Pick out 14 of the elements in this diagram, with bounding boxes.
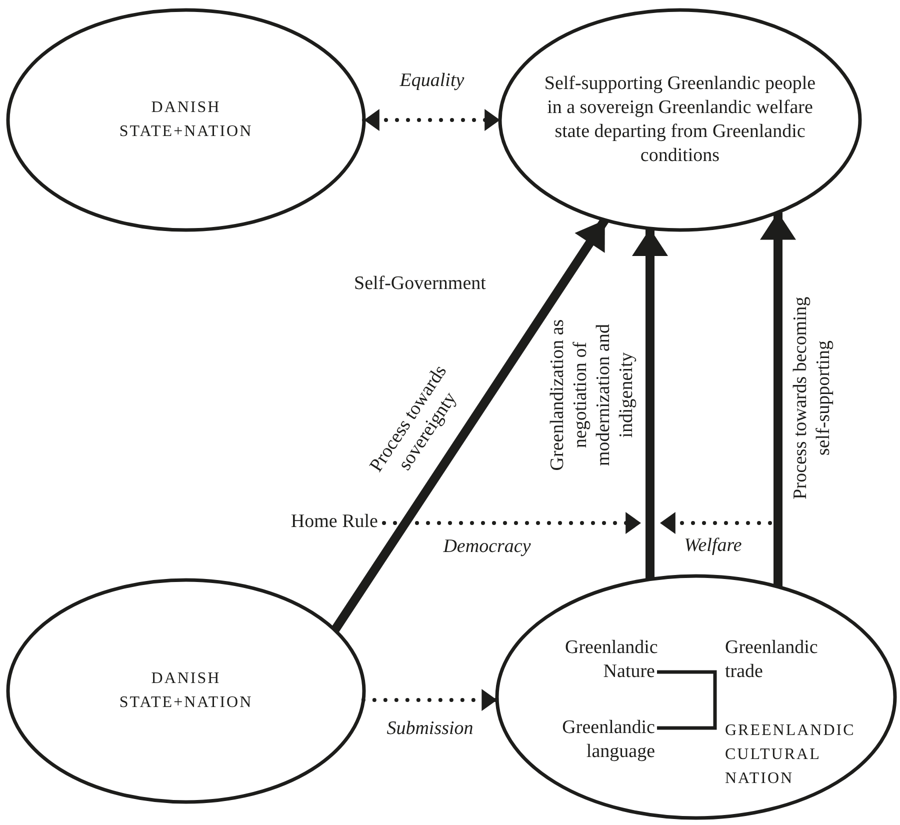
thick-arrow	[760, 212, 796, 587]
node-text: Greenlandic trade	[725, 636, 819, 684]
node-text: Greenlandic language	[561, 716, 655, 764]
dotted-arrow	[382, 512, 643, 534]
ellipse-text: DANISH STATE+NATION	[118, 669, 254, 713]
node-text: GREENLANDIC CULTURAL NATION	[725, 721, 856, 789]
edge-label: Greenlandization as negotiation of modernization and indigeneity	[546, 318, 638, 473]
ellipse-text: DANISH STATE+NATION	[118, 98, 254, 142]
node-text: Home Rule	[290, 510, 378, 534]
ellipse-text: Self-supporting Greenlandic people in a sovereign Greenlandic welfare state departing from Greenlandic conditions	[543, 72, 817, 168]
bracket-line	[657, 670, 717, 730]
node-text: Greenlandic Nature	[565, 636, 655, 684]
thick-arrow	[632, 228, 668, 580]
edge-label: Process towards becoming self-supporting	[789, 296, 835, 502]
